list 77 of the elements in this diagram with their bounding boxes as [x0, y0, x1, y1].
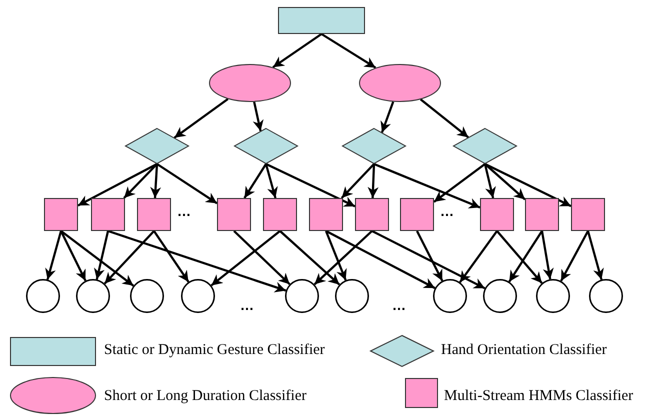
arrow [77, 163, 158, 207]
classifier-ellipse [359, 64, 441, 102]
ellipsis-mark: … [392, 297, 407, 313]
classifier-box [571, 198, 605, 231]
arrow [420, 98, 470, 138]
classifier-box [309, 198, 343, 231]
arrow [459, 230, 498, 283]
output-circle [285, 279, 319, 313]
arrow [104, 230, 155, 284]
arrow [45, 230, 62, 280]
output-circle [181, 279, 215, 313]
legend-text: Multi-Stream HMMs Classifier [444, 388, 634, 405]
arrow [266, 163, 356, 208]
decision-diamond [234, 128, 298, 164]
arrow [60, 230, 86, 282]
arrow [380, 101, 394, 133]
arrow [433, 163, 486, 203]
decision-diamond [342, 128, 406, 164]
arrow [325, 230, 436, 290]
arrow [156, 163, 218, 204]
classifier-box [91, 198, 125, 231]
arrow [272, 33, 322, 68]
arrow [560, 230, 589, 282]
arrow [484, 163, 572, 208]
arrow [324, 230, 347, 281]
arrow [252, 102, 264, 132]
output-circle [335, 279, 369, 313]
arrow [123, 163, 158, 199]
legend-text: Hand Orientation Classifier [441, 342, 607, 359]
classifier-box [217, 198, 251, 231]
arrow [540, 230, 554, 280]
classifier-box [480, 198, 514, 231]
ellipsis-mark: … [440, 203, 455, 219]
arrow [233, 230, 290, 286]
arrow [210, 230, 281, 286]
arrow [496, 230, 543, 284]
arrow [340, 163, 375, 199]
arrow [416, 230, 444, 282]
output-circle [76, 279, 110, 313]
classifier-box [525, 198, 559, 231]
decision-diamond [125, 128, 189, 164]
output-circle [26, 279, 60, 313]
arrow [374, 162, 480, 209]
classifier-box [278, 7, 365, 34]
arrow [264, 164, 278, 198]
arrow [244, 163, 267, 199]
output-circle [433, 279, 467, 313]
ellipsis-mark: … [177, 203, 192, 219]
arrow [484, 163, 526, 200]
classifier-box [137, 198, 171, 231]
legend-text: Static or Dynamic Gesture Classifier [104, 342, 325, 359]
legend-text: Short or Long Duration Classifier [104, 388, 306, 405]
arrow [94, 230, 110, 280]
arrow [320, 33, 376, 69]
arrow [372, 230, 486, 290]
classifier-box [400, 198, 434, 231]
arrow [108, 230, 286, 292]
arrow [314, 230, 373, 286]
arrow [174, 98, 229, 139]
output-circle [483, 279, 517, 313]
arrow [60, 230, 134, 287]
decision-diamond [453, 128, 517, 164]
arrow [368, 164, 379, 198]
classifier-box [44, 198, 78, 231]
classifier-ellipse [209, 64, 291, 102]
output-circle [130, 279, 164, 313]
arrow [153, 230, 190, 283]
output-circle [589, 279, 623, 313]
arrow [484, 164, 496, 198]
classifier-box [355, 198, 389, 231]
ellipsis-mark: … [240, 297, 255, 313]
arrow [279, 230, 340, 286]
arrow [508, 230, 543, 282]
output-circle [536, 279, 570, 313]
arrow [586, 230, 604, 280]
arrow [150, 164, 162, 198]
classifier-box [263, 198, 297, 231]
